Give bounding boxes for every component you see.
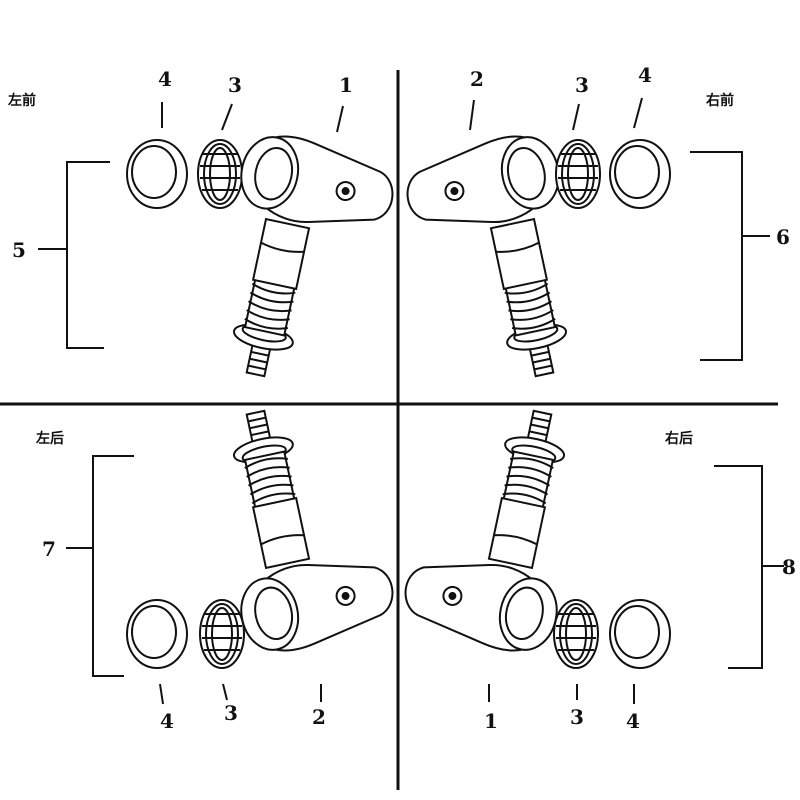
front-left-cap [126, 139, 188, 209]
group-bracket-8 [714, 465, 784, 669]
rear-left-cap [126, 599, 188, 669]
callout-fr-3: 3 [575, 73, 589, 97]
rear-left-seal-ring [199, 599, 245, 669]
group-bracket-6 [690, 151, 770, 361]
callout-fr-2: 2 [470, 67, 484, 91]
callout-rl-2: 2 [312, 705, 326, 729]
callout-fr-4: 4 [638, 63, 652, 87]
front-right-cap [609, 139, 671, 209]
callout-fl-4: 4 [158, 67, 172, 91]
callout-fl-1: 1 [339, 73, 353, 97]
group-bracket-7 [66, 455, 134, 677]
group-label-5: 5 [12, 238, 26, 262]
callout-fl-3: 3 [228, 73, 242, 97]
callout-rl-4: 4 [160, 709, 174, 733]
front-right-seal-ring [555, 139, 601, 209]
front-left-label: 左前 [7, 92, 36, 109]
group-bracket-5 [38, 161, 110, 349]
callout-rl-3: 3 [224, 701, 238, 725]
callout-rr-3: 3 [570, 705, 584, 729]
front-right-label: 右前 [705, 92, 734, 109]
group-label-6: 6 [776, 225, 790, 249]
rear-right-label: 右后 [664, 430, 693, 447]
rear-right-cap [609, 599, 671, 669]
callout-rr-1: 1 [484, 709, 498, 733]
rear-left-label: 左后 [35, 430, 64, 447]
rear-right-seal-ring [553, 599, 599, 669]
group-label-7: 7 [42, 537, 56, 561]
group-label-8: 8 [782, 555, 796, 579]
callout-rr-4: 4 [626, 709, 640, 733]
front-left-seal-ring [197, 139, 243, 209]
